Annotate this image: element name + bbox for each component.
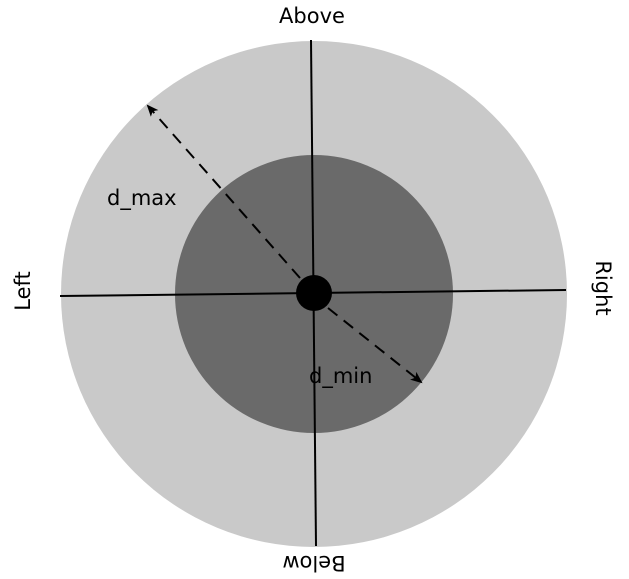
label-right: Right <box>591 260 615 315</box>
label-left: Left <box>11 271 35 311</box>
label-above: Above <box>279 4 345 28</box>
label-d-min: d_min <box>309 364 372 389</box>
label-below: Below <box>282 551 345 575</box>
label-d-max: d_max <box>107 186 177 211</box>
center-dot <box>296 275 332 311</box>
d-max-arrow <box>146 104 301 279</box>
